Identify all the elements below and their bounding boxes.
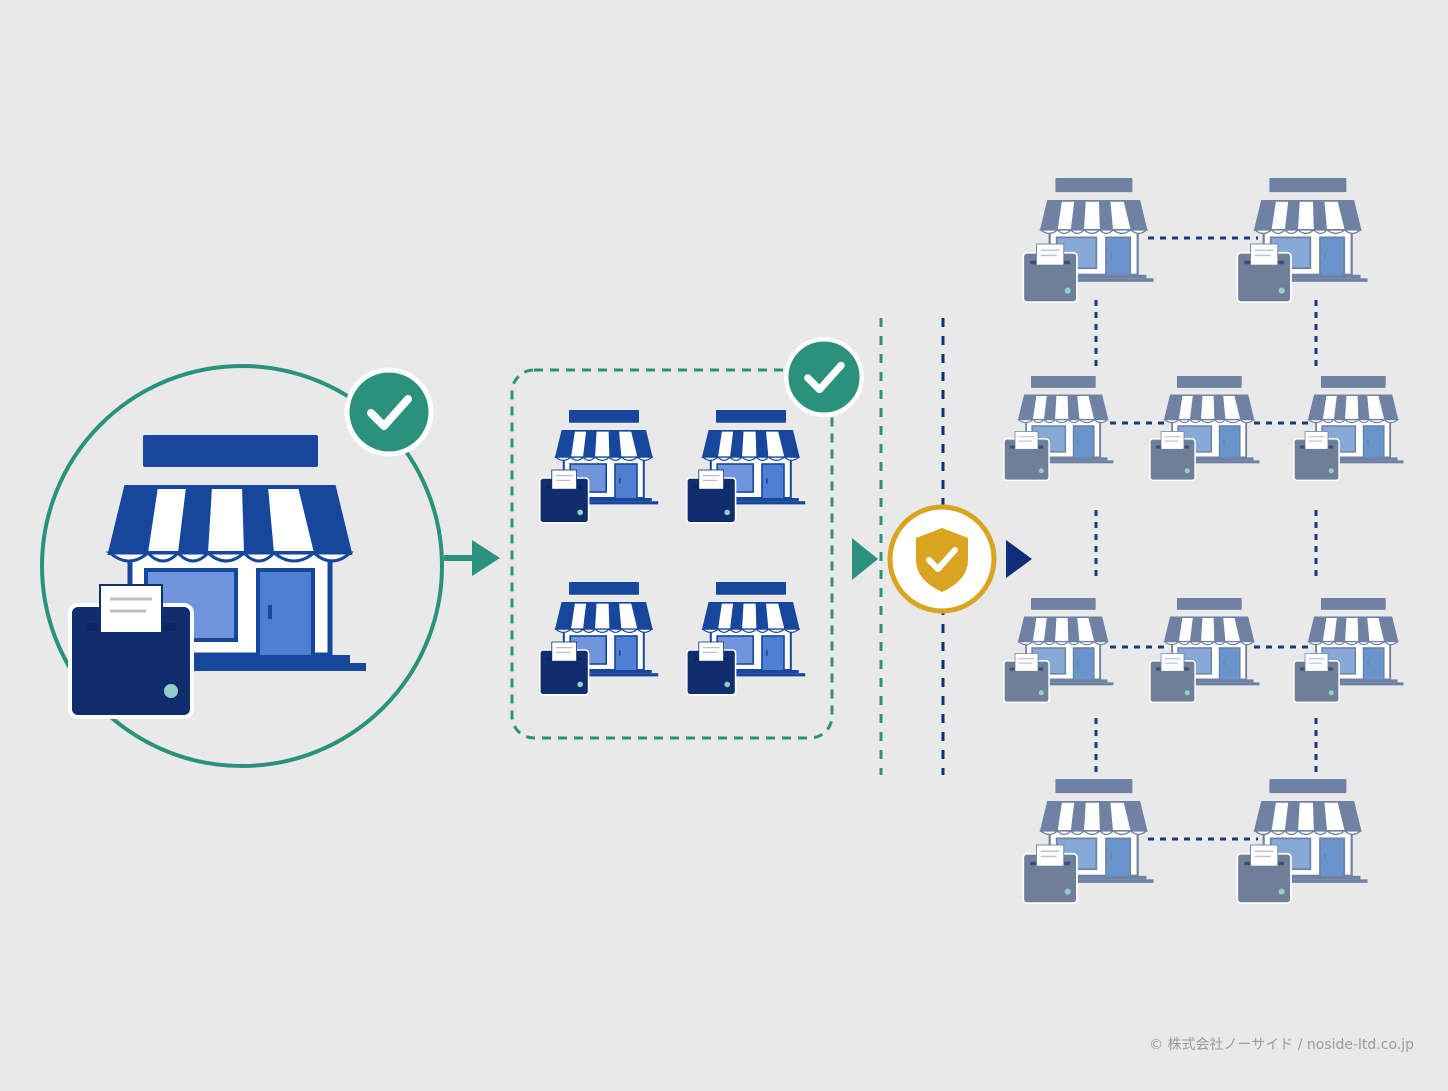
single-store-icon [68, 433, 368, 719]
arrow-right-icon [1006, 540, 1032, 578]
multi-store-group [510, 339, 862, 740]
network-store-icon [1022, 177, 1155, 303]
multi-store-check-icon [786, 339, 862, 415]
network-store-icon [1236, 177, 1369, 303]
copyright-credit: © 株式会社ノーサイド / noside-ltd.co.jp [1149, 1037, 1414, 1053]
network-store-icon [1293, 375, 1405, 482]
network-store-icon [1293, 597, 1405, 704]
multi-store-icon-3 [538, 581, 660, 696]
shield-check-icon [887, 504, 997, 614]
multi-store-icon-2 [685, 409, 807, 524]
multi-store-box [510, 368, 834, 740]
network-store-icon [1149, 375, 1261, 482]
arrow-right-icon [852, 538, 878, 580]
single-store-circle [40, 364, 444, 768]
multi-store-icon-1 [538, 409, 660, 524]
network-store-icon [1003, 597, 1115, 704]
arrow-right-icon [444, 540, 500, 576]
network-store-icon [1236, 778, 1369, 904]
network-store-icon [1149, 597, 1261, 704]
single-store-group [40, 364, 444, 768]
network-store-icon [1022, 778, 1155, 904]
network-store-icon [1003, 375, 1115, 482]
single-store-check-icon [347, 370, 431, 454]
store-network [1003, 177, 1405, 904]
multi-store-icon-4 [685, 581, 807, 696]
